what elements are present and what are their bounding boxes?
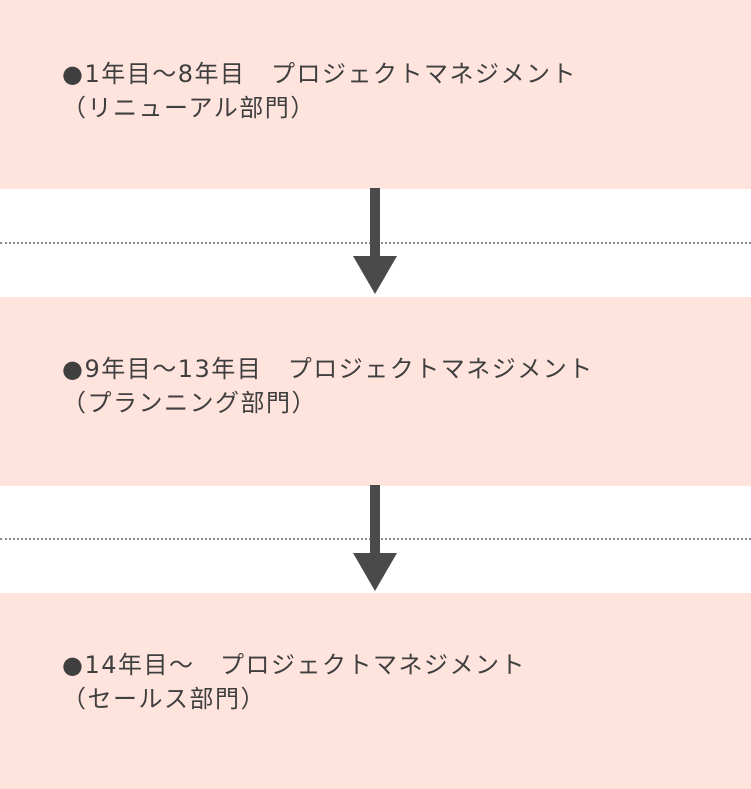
career-stage-2: ●9年目〜13年目 プロジェクトマネジメント （プランニング部門） [0, 297, 751, 486]
stage-3-title: ●14年目〜 プロジェクトマネジメント [62, 651, 526, 679]
down-arrow-icon [353, 188, 397, 294]
stage-2-text: ●9年目〜13年目 プロジェクトマネジメント （プランニング部門） [62, 352, 594, 420]
stage-1-title: ●1年目〜8年目 プロジェクトマネジメント [62, 60, 577, 88]
stage-1-department: （リニューアル部門） [62, 94, 316, 122]
career-stage-1: ●1年目〜8年目 プロジェクトマネジメント （リニューアル部門） [0, 0, 751, 189]
down-arrow-icon [353, 485, 397, 591]
stage-2-department: （プランニング部門） [62, 389, 317, 417]
career-stage-3: ●14年目〜 プロジェクトマネジメント （セールス部門） [0, 593, 751, 789]
stage-3-text: ●14年目〜 プロジェクトマネジメント （セールス部門） [62, 648, 526, 716]
stage-2-title: ●9年目〜13年目 プロジェクトマネジメント [62, 355, 594, 383]
stage-1-text: ●1年目〜8年目 プロジェクトマネジメント （リニューアル部門） [62, 57, 577, 125]
stage-3-department: （セールス部門） [62, 685, 266, 713]
